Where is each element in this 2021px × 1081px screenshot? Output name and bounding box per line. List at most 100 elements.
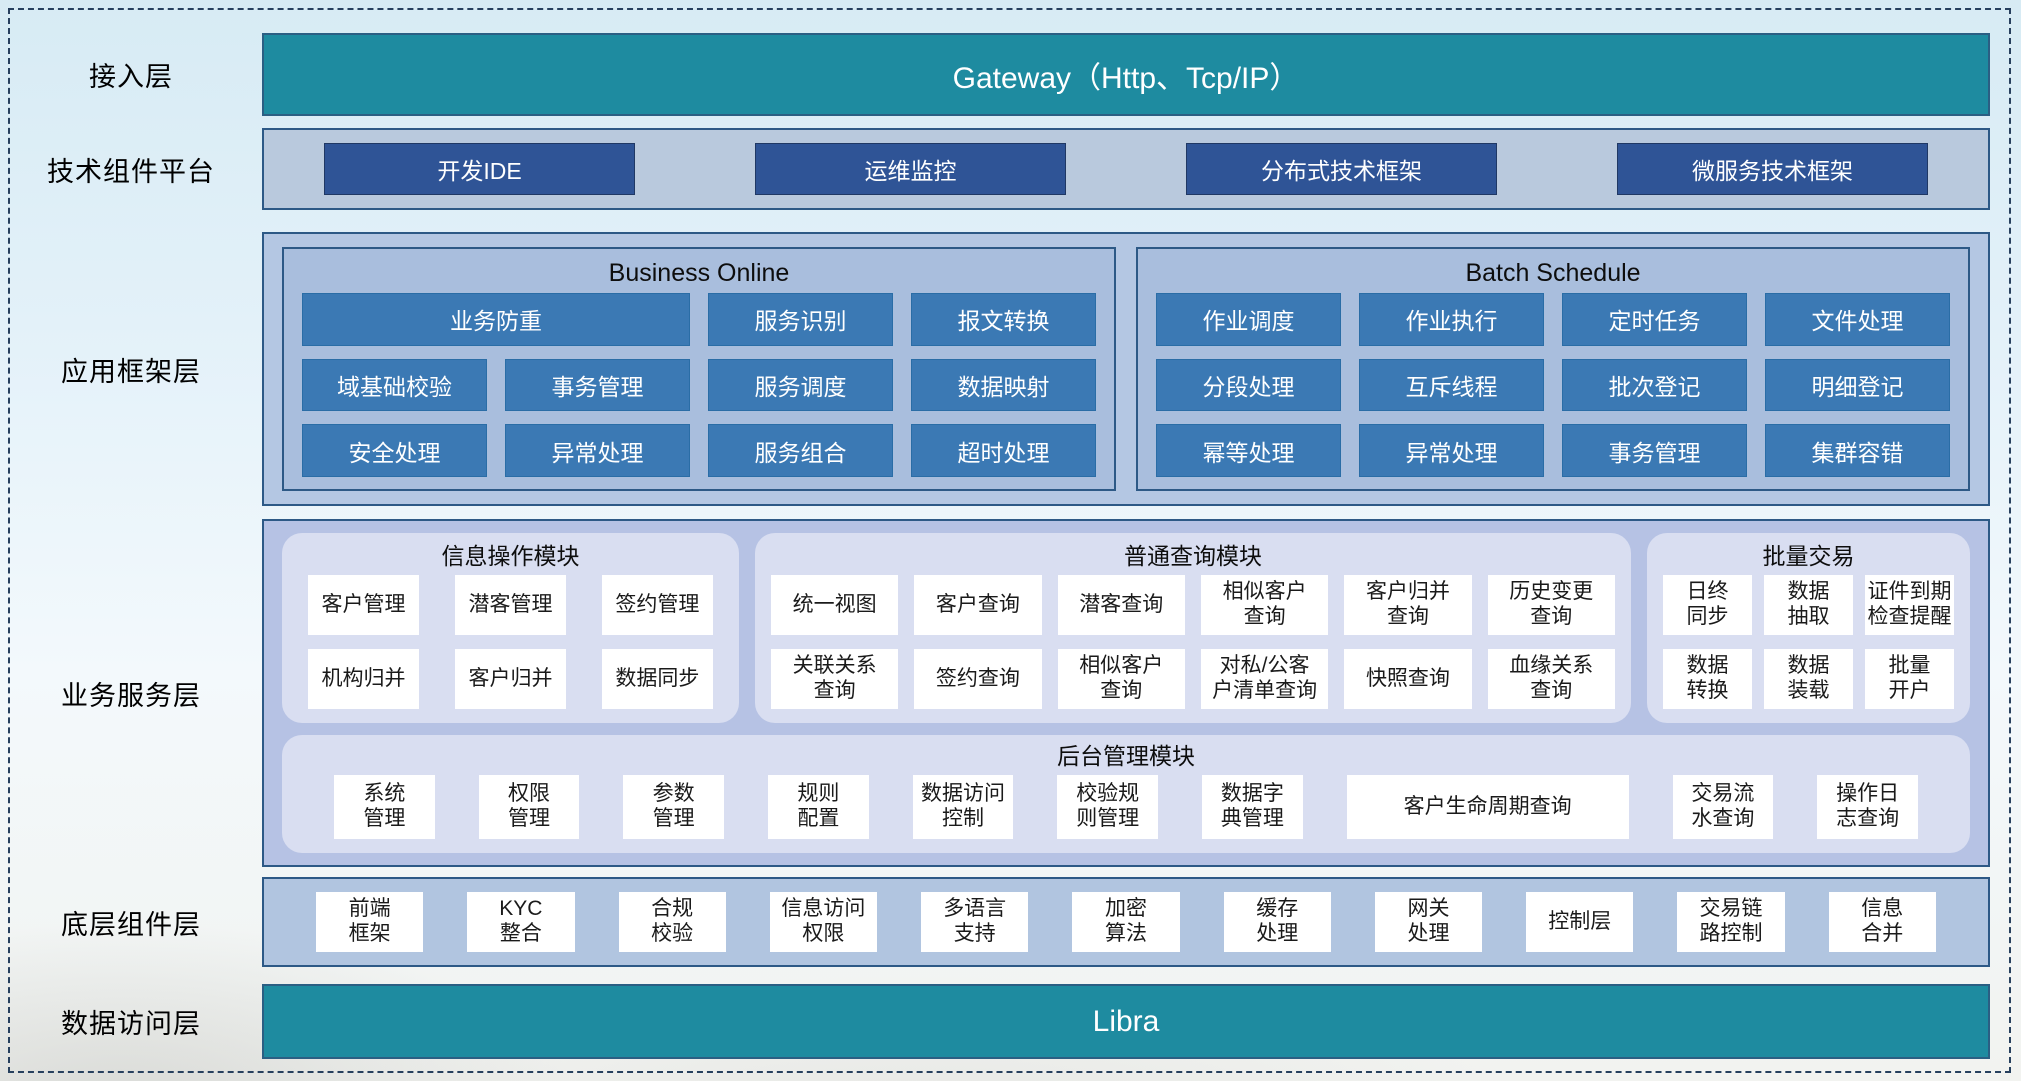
batch-transaction-grid: 日终 同步 数据 抽取 证件到期 检查提醒 数据 转换 数据 装载 <box>1662 575 1954 709</box>
component-box-item: 多语言 支持 <box>921 892 1029 952</box>
framework-box: 作业调度 <box>1156 293 1341 346</box>
access-layer-row: 接入层 Gateway（Http、Tcp/IP） <box>0 33 2021 116</box>
service-box-item: 参数 管理 <box>623 775 725 839</box>
gateway-bar: Gateway（Http、Tcp/IP） <box>262 33 1990 116</box>
module-title: 批量交易 <box>1762 543 1855 569</box>
service-box-item: 数据访问 控制 <box>912 775 1014 839</box>
framework-box: 作业执行 <box>1359 293 1544 346</box>
framework-box: 业务防重 <box>302 293 690 346</box>
service-box-item: 校验规 则管理 <box>1057 775 1159 839</box>
tech-platform-button: 微服务技术框架 <box>1617 143 1928 195</box>
business-online-grid: 业务防重 服务识别 报文转换 域基础校验 事务管理 服务调度 <box>302 293 1096 477</box>
service-box-item: 规则 配置 <box>768 775 869 839</box>
service-box-item: 权限 管理 <box>478 775 580 839</box>
libra-bar: Libra <box>262 984 1990 1059</box>
panel-title: Batch Schedule <box>1465 259 1641 287</box>
component-box-item: 合规 校验 <box>618 892 726 952</box>
component-box-item: KYC 整合 <box>467 892 575 952</box>
bottom-components-row: 底层组件层 前端 框架 KYC 整合 合规 校验 信息访问 权限 多语言 支持 <box>0 877 2021 967</box>
service-box-item: 客户归并 查询 <box>1344 575 1472 635</box>
layer-label-data-access: 数据访问层 <box>0 984 262 1059</box>
framework-box: 报文转换 <box>911 293 1096 346</box>
tech-platform-button: 分布式技术框架 <box>1186 143 1497 195</box>
layer-label-text: 应用框架层 <box>61 356 201 387</box>
service-box-item: 数据 抽取 <box>1763 575 1853 635</box>
framework-box: 分段处理 <box>1156 358 1341 412</box>
tech-platform-row: 技术组件平台 开发IDE 运维监控 分布式技术框架 微服务技术框架 <box>0 128 2021 210</box>
tech-platform-container: 开发IDE 运维监控 分布式技术框架 微服务技术框架 <box>262 128 1990 210</box>
admin-module-row: 系统 管理 权限 管理 参数 管理 规则 配置 数据访问 控制 校验规 则管理 <box>334 775 1918 839</box>
app-framework-container: Business Online 业务防重 服务识别 报文转换 域基础校验 <box>262 232 1990 506</box>
framework-box: 集群容错 <box>1765 424 1950 477</box>
service-box-item: 系统 管理 <box>334 775 435 839</box>
framework-box: 服务调度 <box>708 358 893 412</box>
framework-box: 事务管理 <box>505 358 690 412</box>
service-box-item: 快照查询 <box>1344 649 1472 709</box>
framework-box: 明细登记 <box>1765 358 1950 412</box>
service-box-item: 交易流 水查询 <box>1672 775 1774 839</box>
tech-platform-button: 开发IDE <box>324 143 635 195</box>
service-box-item: 数据 转换 <box>1662 649 1752 709</box>
bottom-components-container: 前端 框架 KYC 整合 合规 校验 信息访问 权限 多语言 支持 加密 算法 … <box>262 877 1990 967</box>
service-box-item: 客户管理 <box>308 575 419 635</box>
info-operation-module: 信息操作模块 客户管理 潜客管理 签约管理 机构归并 <box>282 533 739 723</box>
framework-box: 异常处理 <box>1359 424 1544 477</box>
service-box-item: 数据同步 <box>601 649 713 709</box>
service-box-item: 关联关系 查询 <box>770 649 899 709</box>
service-box-item: 客户查询 <box>914 575 1042 635</box>
framework-box: 互斥线程 <box>1359 358 1544 412</box>
business-service-row: 业务服务层 信息操作模块 客户管理 潜客管理 <box>0 519 2021 867</box>
layer-label-tech-platform: 技术组件平台 <box>0 128 262 210</box>
service-box-item: 潜客管理 <box>454 575 566 635</box>
framework-box: 异常处理 <box>505 424 690 477</box>
service-modules-row: 信息操作模块 客户管理 潜客管理 签约管理 机构归并 <box>282 533 1970 723</box>
libra-bar-text: Libra <box>1092 1004 1160 1038</box>
batch-transaction-module: 批量交易 日终 同步 数据 抽取 证件到期 检查提醒 数据 <box>1646 533 1970 723</box>
component-box-item: 前端 框架 <box>316 892 424 952</box>
service-box-item: 证件到期 检查提醒 <box>1864 575 1954 635</box>
component-box-item: 信息访问 权限 <box>769 892 878 952</box>
component-box-item: 控制层 <box>1526 892 1634 952</box>
batch-schedule-panel: Batch Schedule 作业调度 作业执行 定时任务 文件处理 <box>1136 247 1970 491</box>
framework-box: 文件处理 <box>1765 293 1950 346</box>
layer-label-text: 数据访问层 <box>61 1009 201 1039</box>
component-box-item: 信息 合并 <box>1828 892 1936 952</box>
common-query-module: 普通查询模块 统一视图 客户查询 潜客查询 相似客户 查询 <box>754 533 1631 723</box>
module-title: 信息操作模块 <box>441 543 580 569</box>
layer-label-business-service: 业务服务层 <box>0 519 262 867</box>
framework-box: 幂等处理 <box>1156 424 1341 477</box>
module-title: 普通查询模块 <box>1123 543 1262 569</box>
component-box-item: 交易链 路控制 <box>1677 892 1785 952</box>
component-box-item: 加密 算法 <box>1072 892 1180 952</box>
framework-box: 域基础校验 <box>302 358 487 412</box>
service-box-item: 对私/公客 户清单查询 <box>1200 649 1329 709</box>
app-framework-row: 应用框架层 Business Online 业务防重 服务识别 报文转 <box>0 232 2021 506</box>
common-query-grid: 统一视图 客户查询 潜客查询 相似客户 查询 客户归并 查询 <box>770 575 1615 709</box>
component-box-item: 缓存 处理 <box>1223 892 1331 952</box>
data-access-row: 数据访问层 Libra <box>0 984 2021 1059</box>
service-box-item: 潜客查询 <box>1057 575 1185 635</box>
service-box-item: 相似客户 查询 <box>1200 575 1329 635</box>
framework-box: 事务管理 <box>1562 424 1747 477</box>
framework-box: 服务识别 <box>708 293 893 346</box>
layer-label-app-framework: 应用框架层 <box>0 232 262 506</box>
service-box-item: 日终 同步 <box>1662 575 1752 635</box>
service-box-item: 相似客户 查询 <box>1057 649 1185 709</box>
service-box-item: 统一视图 <box>770 575 899 635</box>
service-box-item: 操作日 志查询 <box>1817 775 1918 839</box>
batch-schedule-grid: 作业调度 作业执行 定时任务 文件处理 分段处理 互斥线程 <box>1156 293 1950 477</box>
framework-box: 批次登记 <box>1562 358 1747 412</box>
module-title: 后台管理模块 <box>1057 743 1195 769</box>
business-online-panel: Business Online 业务防重 服务识别 报文转换 域基础校验 <box>282 247 1116 491</box>
component-box-item: 网关 处理 <box>1374 892 1483 952</box>
framework-box: 服务组合 <box>708 424 893 477</box>
layer-label-text: 接入层 <box>89 62 173 92</box>
panel-title: Business Online <box>608 259 790 287</box>
info-operation-grid: 客户管理 潜客管理 签约管理 机构归并 客户归并 <box>298 575 723 709</box>
admin-module: 后台管理模块 系统 管理 权限 管理 参数 管理 规则 配置 <box>282 735 1970 853</box>
gateway-bar-text: Gateway（Http、Tcp/IP） <box>952 61 1300 95</box>
service-box-item: 数据 装载 <box>1763 649 1853 709</box>
layer-label-text: 技术组件平台 <box>47 156 215 187</box>
business-service-container: 信息操作模块 客户管理 潜客管理 签约管理 机构归并 <box>262 519 1990 867</box>
service-box-item: 机构归并 <box>308 649 419 709</box>
